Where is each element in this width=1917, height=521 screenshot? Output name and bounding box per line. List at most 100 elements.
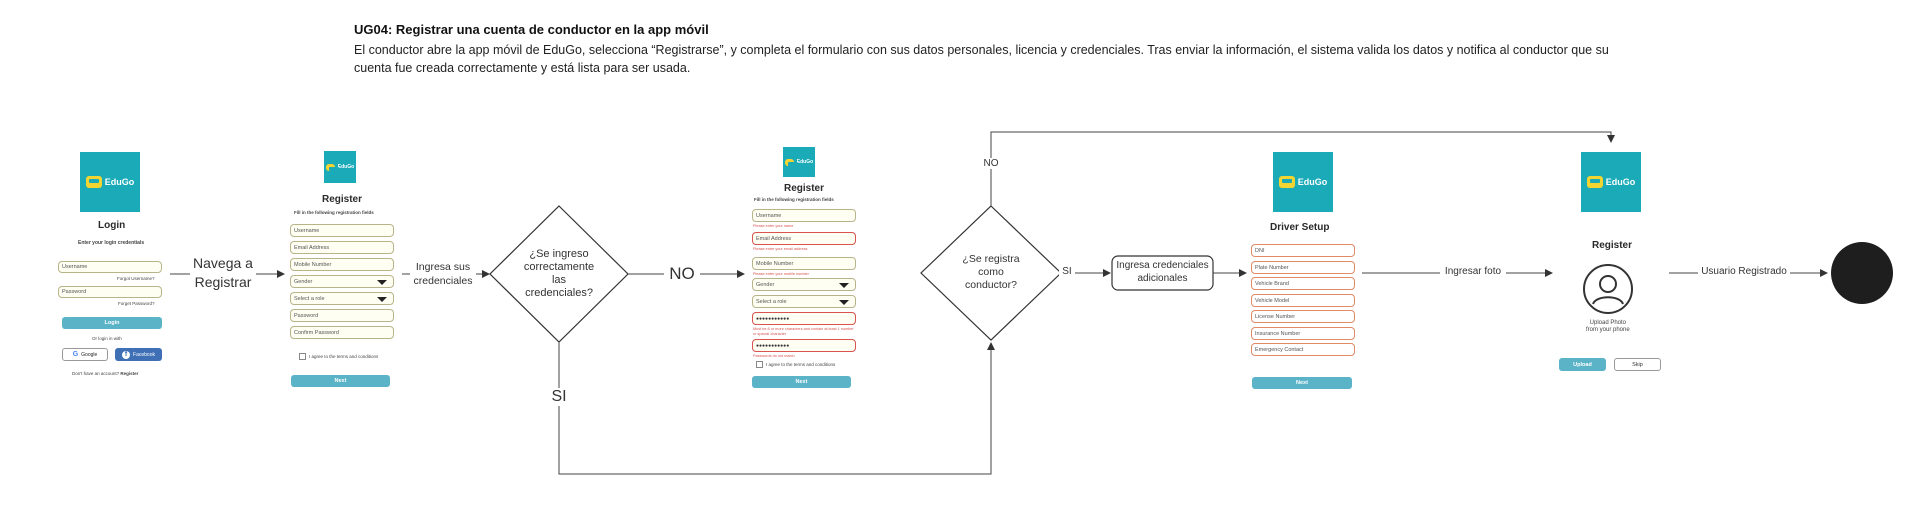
login-screen: EduGo Login Enter your login credentials… — [55, 150, 175, 380]
arrow-no-to-photo — [990, 131, 1615, 206]
upload-text: Upload Photo from your phone — [1586, 320, 1630, 334]
upload-text-line1: Upload Photo — [1589, 320, 1627, 326]
register-subtitle: Fill in the following registration field… — [294, 210, 374, 215]
label-navega: Navega a Registrar — [190, 254, 256, 292]
bus-icon — [1278, 176, 1295, 188]
label-ingresar-foto: Ingresar foto — [1440, 266, 1506, 277]
google-icon: G — [72, 351, 79, 358]
edugo-logo: EduGo — [1581, 152, 1641, 212]
story-description: El conductor abre la app móvil de EduGo,… — [354, 43, 1609, 75]
facebook-button[interactable]: f Facebook — [115, 348, 162, 361]
role-select[interactable]: Select a role — [290, 292, 394, 305]
plate-number-field[interactable]: Plate Number — [1251, 261, 1355, 274]
photo-upload-screen: EduGo Register Upload Photo from your ph… — [1555, 152, 1667, 382]
emergency-contact-field[interactable]: Emergency Contact — [1251, 343, 1355, 356]
skip-button[interactable]: Skip — [1614, 358, 1661, 371]
decision1-line3: las — [551, 274, 567, 286]
logo-text: EduGo — [796, 159, 814, 165]
or-login-text: Or login in with — [92, 336, 122, 341]
terms-checkbox[interactable] — [299, 353, 306, 360]
username-field[interactable]: Username — [290, 224, 394, 237]
bus-icon — [784, 158, 798, 166]
label-ingresa-line1: Ingresa sus — [415, 261, 471, 273]
terms-label: I agree to the terms and conditions — [766, 362, 836, 367]
no-account-text: Don't have an account? Register — [72, 371, 138, 376]
label-si-1: SI — [546, 388, 572, 406]
login-button[interactable]: Login — [62, 317, 162, 329]
email-field[interactable]: Email Address — [290, 241, 394, 254]
confirm-password-field[interactable]: Confirm Password — [290, 326, 394, 339]
logo-text: EduGo — [104, 177, 135, 187]
forgot-username-link[interactable]: Forgot Username? — [117, 276, 155, 281]
vehicle-model-field[interactable]: Vehicle Model — [1251, 294, 1355, 307]
gender-select[interactable]: Gender — [290, 275, 394, 288]
photo-register-title: Register — [1592, 240, 1633, 251]
upload-text-line2: from your phone — [1586, 327, 1630, 333]
password-field[interactable]: Password — [290, 309, 394, 322]
facebook-icon: f — [122, 350, 131, 359]
label-ingresa-credenciales: Ingresa sus credenciales — [410, 260, 476, 288]
gender-select[interactable]: Gender — [752, 278, 856, 291]
email-field[interactable]: Email Address — [752, 232, 856, 245]
decision-diamond-driver — [920, 205, 1062, 341]
logo-text: EduGo — [1297, 177, 1328, 187]
process-additional-line2: adicionales — [1137, 272, 1188, 284]
driver-setup-screen: EduGo Driver Setup DNI Plate Number Vehi… — [1250, 152, 1362, 392]
decision2-text: ¿Se registra como conductor? — [946, 253, 1036, 292]
driver-setup-title: Driver Setup — [1270, 222, 1330, 233]
label-navega-line1: Navega a — [193, 255, 253, 271]
register-screen: EduGo Register Fill in the following reg… — [288, 150, 398, 390]
license-number-field[interactable]: License Number — [1251, 310, 1355, 323]
mobile-field[interactable]: Mobile Number — [290, 258, 394, 271]
confirm-password-field[interactable]: ●●●●●●●●●●● — [752, 339, 856, 352]
password-error: Must be 8 or more characters and contain… — [753, 327, 854, 336]
login-title: Login — [98, 220, 126, 231]
google-button[interactable]: G Google — [62, 348, 108, 361]
username-field[interactable]: Username — [752, 209, 856, 222]
terms-checkbox[interactable] — [756, 361, 763, 368]
login-password-field[interactable]: Password — [58, 286, 162, 298]
dni-field[interactable]: DNI — [1251, 244, 1355, 257]
register-error-screen: EduGo Register Fill in the following reg… — [748, 147, 860, 392]
vehicle-brand-field[interactable]: Vehicle Brand — [1251, 277, 1355, 290]
forgot-password-link[interactable]: Forget Password? — [118, 301, 155, 306]
upload-button[interactable]: Upload — [1559, 358, 1606, 371]
password-field[interactable]: ●●●●●●●●●●● — [752, 312, 856, 325]
google-label: Google — [81, 351, 98, 358]
next-button[interactable]: Next — [291, 375, 390, 387]
role-select[interactable]: Select a role — [752, 295, 856, 308]
next-button[interactable]: Next — [1252, 377, 1352, 389]
logo-text: EduGo — [1605, 177, 1636, 187]
decision1-text: ¿Se ingreso correctamente las credencial… — [513, 248, 605, 300]
label-ingresa-line2: credenciales — [413, 275, 473, 287]
decision2-line1: ¿Se registra — [962, 253, 1020, 265]
user-avatar-icon[interactable] — [1582, 263, 1634, 315]
label-usuario-registrado: Usuario Registrado — [1698, 266, 1790, 277]
login-subtitle: Enter your login credentials — [78, 240, 145, 246]
edugo-logo: EduGo — [80, 152, 140, 212]
bus-icon — [1586, 176, 1603, 188]
decision1-line4: credenciales? — [525, 287, 593, 299]
insurance-number-field[interactable]: Insurance Number — [1251, 327, 1355, 340]
confirm-password-error: Passwords do not match — [753, 354, 795, 358]
login-username-field[interactable]: Username — [58, 261, 162, 273]
register-error-title: Register — [784, 183, 825, 194]
decision1-line2: correctamente — [523, 261, 595, 273]
facebook-label: Facebook — [133, 351, 155, 358]
register-error-subtitle: Fill in the following registration field… — [754, 197, 834, 202]
edugo-logo: EduGo — [1273, 152, 1333, 212]
register-link[interactable]: Register — [120, 371, 139, 376]
mobile-error: Please enter your mobile number — [753, 272, 809, 276]
username-error: Please enter your name — [753, 224, 794, 228]
edugo-logo-small: EduGo — [324, 151, 356, 183]
decision2-line2: como — [978, 266, 1004, 278]
decision2-line3: conductor? — [965, 279, 1017, 291]
process-additional-text: Ingresa credenciales adicionales — [1112, 260, 1213, 285]
mobile-field[interactable]: Mobile Number — [752, 257, 856, 270]
terms-label: I agree to the terms and conditions — [309, 354, 379, 359]
label-no-2: NO — [979, 158, 1003, 169]
next-button[interactable]: Next — [752, 376, 851, 388]
logo-text: EduGo — [337, 164, 355, 170]
no-account-label: Don't have an account? — [72, 371, 120, 376]
decision1-line1: ¿Se ingreso — [529, 248, 589, 260]
